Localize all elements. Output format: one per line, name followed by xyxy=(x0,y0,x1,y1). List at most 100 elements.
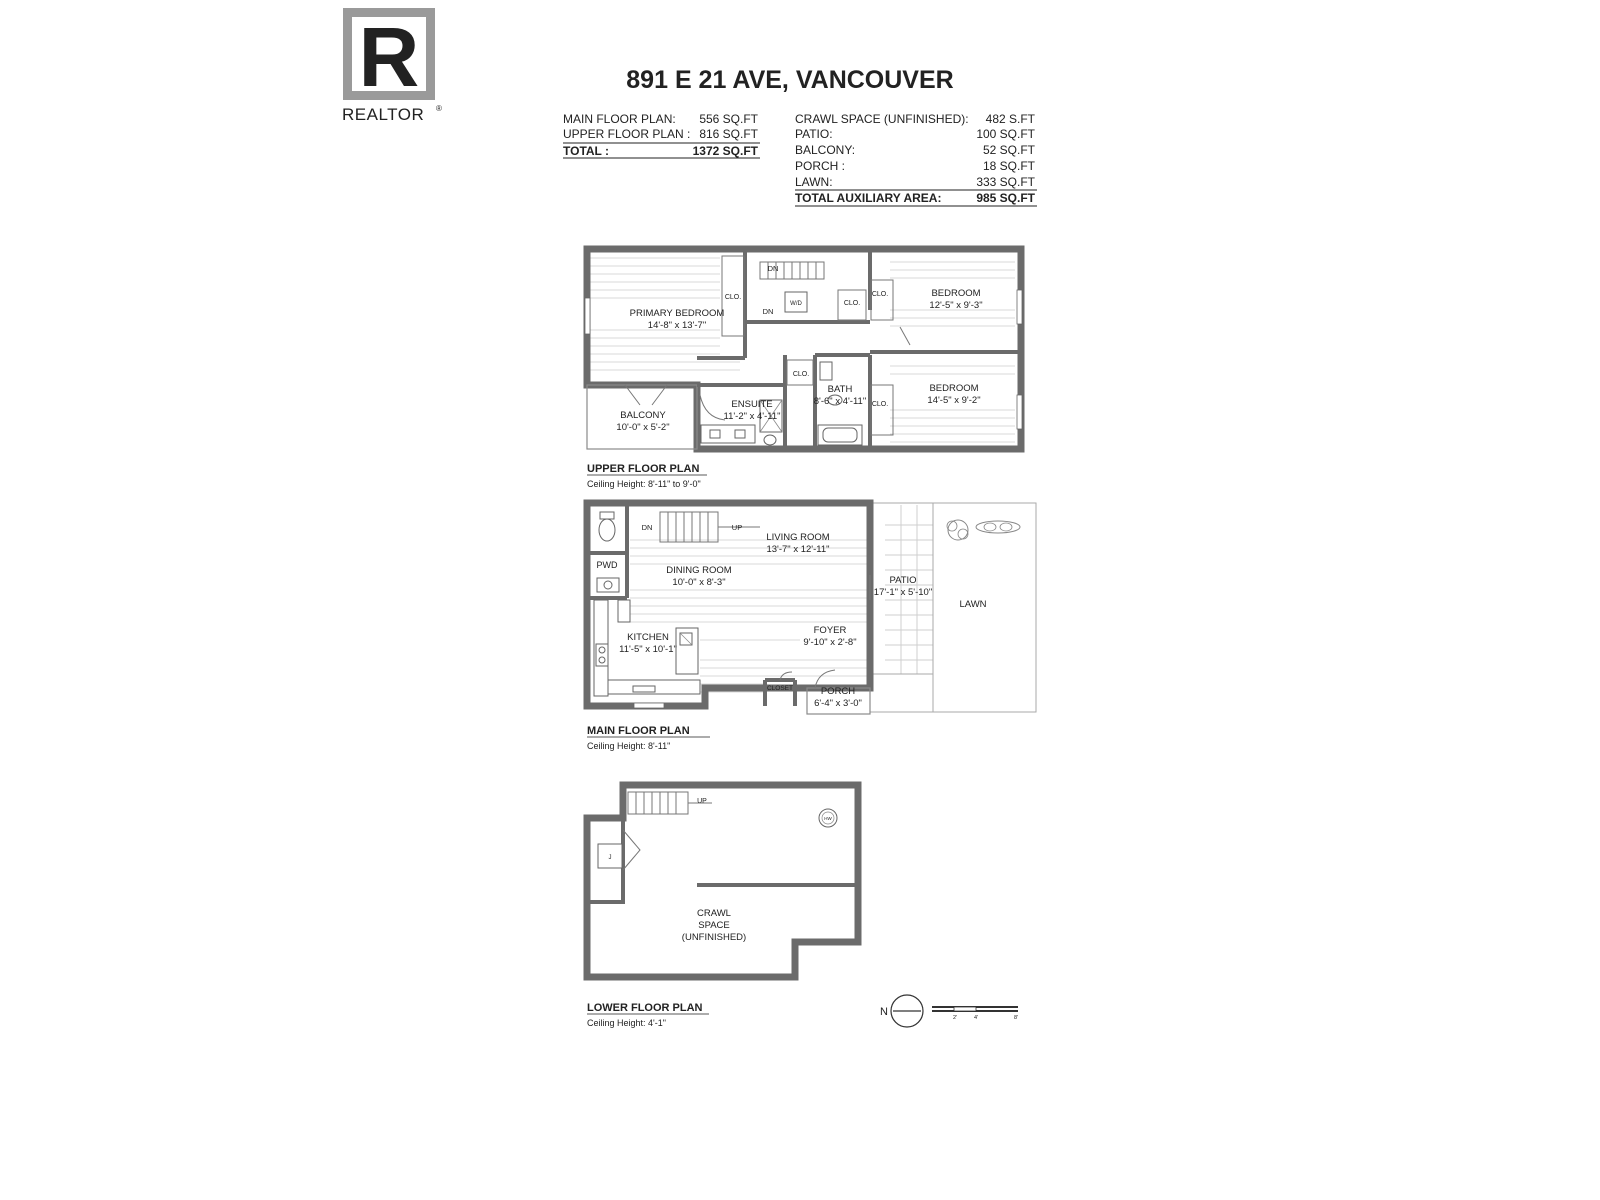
area-value: 482 S.FT xyxy=(986,112,1036,126)
porch-outline xyxy=(806,687,871,715)
area-label: BALCONY: xyxy=(795,143,855,157)
stair xyxy=(627,791,712,815)
stair-down-label: DN xyxy=(642,523,653,532)
area-label: LAWN: xyxy=(795,175,833,189)
svg-text:J: J xyxy=(609,855,612,861)
main-floor-heading: MAIN FLOOR PLAN xyxy=(587,725,690,737)
upper-floor-plan: W/D PRIMARY BEDROOM 14'-8" x 13'-7" BEDR… xyxy=(583,245,1025,489)
floor-stripes xyxy=(630,539,868,693)
scale-bar: 2' 4' 8' xyxy=(932,1006,1018,1021)
double-vanity xyxy=(700,424,756,444)
closet-label: CLO. xyxy=(844,300,860,307)
stair-down-label: DN xyxy=(763,307,774,316)
room-dimension: 8'-6" x 4'-11" xyxy=(814,396,866,407)
registered-mark: ® xyxy=(436,104,442,113)
room-label: BATH xyxy=(828,384,853,395)
patio-tiles xyxy=(885,505,933,674)
fridge xyxy=(617,599,631,623)
vanity xyxy=(819,361,833,381)
toilet xyxy=(598,518,616,542)
room-label: DINING ROOM xyxy=(666,565,732,576)
room-label: BEDROOM xyxy=(931,288,980,299)
stair-up-label: UP xyxy=(732,523,742,532)
room-label: PWD xyxy=(597,560,618,570)
room-dimension: 10'-0" x 8'-3" xyxy=(672,577,725,588)
area-summary-left: MAIN FLOOR PLAN: 556 SQ.FT UPPER FLOOR P… xyxy=(563,112,760,159)
scale-tick: 2' xyxy=(953,1015,957,1021)
room-dimension: 14'-5" x 9'-2" xyxy=(927,395,980,406)
main-ceiling-height: Ceiling Height: 8'-11" xyxy=(587,741,670,751)
closet xyxy=(721,255,745,337)
stair-down-label: DN xyxy=(768,264,779,273)
stair xyxy=(659,511,760,543)
lower-floor-heading: LOWER FLOOR PLAN xyxy=(587,1002,703,1014)
wd-label: W/D xyxy=(790,301,802,307)
area-value: 816 SQ.FT xyxy=(699,127,758,141)
room-dimension: 11'-5" x 10'-1" xyxy=(619,644,677,655)
room-label: FOYER xyxy=(814,625,847,636)
realtor-logo: R REALTOR ® xyxy=(342,8,442,124)
hot-water-tank xyxy=(818,808,838,828)
room-label: BALCONY xyxy=(620,410,666,421)
room-label: PORCH xyxy=(821,686,855,697)
room-dimension: 11'-2" x 4'-11" xyxy=(723,411,780,422)
page-title: 891 E 21 AVE, VANCOUVER xyxy=(626,66,953,94)
room-label: ENSUITE xyxy=(731,399,772,410)
room-dimension: 6'-4" x 3'-0" xyxy=(814,698,862,709)
total-label: TOTAL : xyxy=(563,144,609,158)
total-value: 985 SQ.FT xyxy=(976,191,1035,205)
hw-label: HW xyxy=(824,816,832,821)
room-label: CRAWL xyxy=(697,908,731,919)
area-label: MAIN FLOOR PLAN: xyxy=(563,112,676,126)
room-label: PATIO xyxy=(889,575,916,586)
room-label: (UNFINISHED) xyxy=(682,932,746,943)
room-dimension: 10'-0" x 5'-2" xyxy=(616,422,669,433)
closet-label: CLOSET xyxy=(767,685,793,692)
lower-ceiling-height: Ceiling Height: 4'-1" xyxy=(587,1018,666,1028)
closet-label: CLO. xyxy=(872,291,888,298)
total-label: TOTAL AUXILIARY AREA: xyxy=(795,191,941,205)
room-label: PRIMARY BEDROOM xyxy=(630,308,725,319)
closet xyxy=(837,289,867,321)
main-floor-plan: LIVING ROOM 13'-7" x 12'-11" DINING ROOM… xyxy=(583,499,1037,751)
closet xyxy=(870,279,894,321)
room-dimension: 9'-10" x 2'-8" xyxy=(803,637,856,648)
washer-dryer xyxy=(784,291,808,313)
closet xyxy=(786,359,814,386)
north-label: N xyxy=(880,1006,888,1018)
area-label: CRAWL SPACE (UNFINISHED): xyxy=(795,112,969,126)
realtor-wordmark: REALTOR xyxy=(342,105,424,124)
room-dimension: 14'-8" x 13'-7" xyxy=(648,320,706,331)
stair-up-label: UP xyxy=(697,798,707,805)
north-arrow: N xyxy=(880,994,924,1028)
stair xyxy=(759,261,825,280)
area-label: PORCH : xyxy=(795,159,845,173)
area-value: 333 SQ.FT xyxy=(976,175,1035,189)
area-label: UPPER FLOOR PLAN : xyxy=(563,127,690,141)
room-label: LIVING ROOM xyxy=(766,532,829,543)
lower-floor-plan: J HW UP CRAWL SPACE (UNFINISHED) LOWER F… xyxy=(583,781,862,1028)
area-label: PATIO: xyxy=(795,127,833,141)
room-dimension: 12'-5" x 9'-3" xyxy=(929,300,982,311)
utility-unit xyxy=(597,843,623,869)
closet-label: CLO. xyxy=(793,371,809,378)
area-value: 100 SQ.FT xyxy=(976,127,1035,141)
upper-floor-heading: UPPER FLOOR PLAN xyxy=(587,463,700,475)
scale-tick: 4' xyxy=(974,1015,978,1021)
area-summary-right: CRAWL SPACE (UNFINISHED): 482 S.FT PATIO… xyxy=(795,112,1037,207)
room-label: KITCHEN xyxy=(627,632,669,643)
shrub-icon xyxy=(946,519,1021,541)
total-value: 1372 SQ.FT xyxy=(693,144,759,158)
upper-ceiling-height: Ceiling Height: 8'-11" to 9'-0" xyxy=(587,479,701,489)
closet-label: CLO. xyxy=(872,401,888,408)
floor-stripes xyxy=(590,257,1015,443)
area-value: 52 SQ.FT xyxy=(983,143,1036,157)
room-label: SPACE xyxy=(698,920,730,931)
scale-tick: 8' xyxy=(1014,1015,1018,1021)
closet xyxy=(870,384,894,436)
realtor-logo-letter: R xyxy=(359,10,420,104)
room-dimension: 13'-7" x 12'-11" xyxy=(766,544,829,555)
room-label: LAWN xyxy=(959,599,986,610)
balcony-outline xyxy=(586,384,698,450)
